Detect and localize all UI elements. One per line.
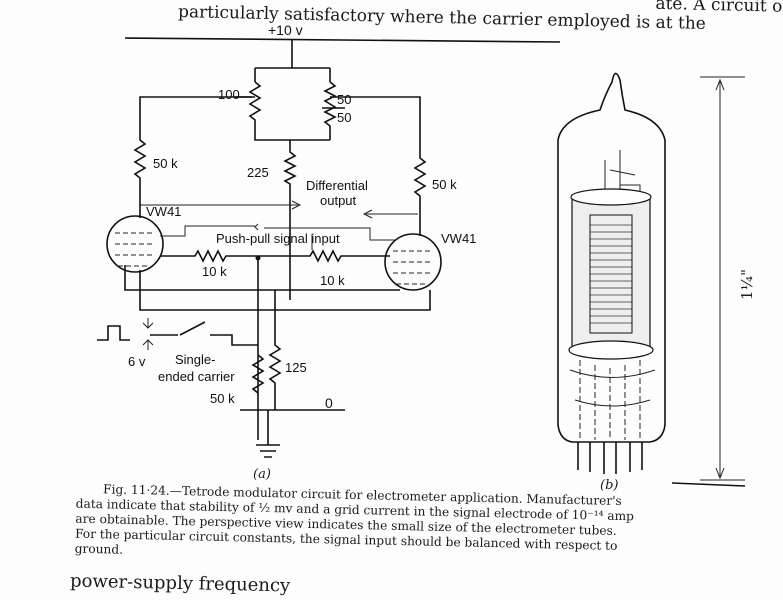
signal-input-marks (254, 223, 313, 250)
grid-resistors-10k (160, 249, 390, 263)
carrier-switch (150, 321, 258, 346)
circuit-diagram: +10 v 100 50 50 225 50 k 50 k VW41 VW41 … (97, 22, 561, 482)
panel-b-label: (b) (600, 478, 618, 493)
body-text-top: particularly satisfactory where the carr… (178, 2, 706, 34)
cathode-wires (124, 258, 431, 440)
panel-a-label: (a) (253, 467, 271, 482)
body-text-partial: ate. A circuit of (655, 0, 783, 17)
tube-left-label: VW41 (146, 204, 181, 219)
resistor-left-plate (133, 96, 255, 218)
grid-cage (589, 214, 633, 334)
supply-label: +10 v (268, 22, 303, 38)
carrier-voltage-label: 6 v (128, 354, 146, 369)
getter-support (604, 150, 641, 195)
resistor-225 (283, 140, 297, 300)
amplitude-arrows (142, 318, 154, 350)
dimension-label: 1¼" (738, 269, 756, 300)
r225-label: 225 (247, 165, 269, 180)
signal-input-wires (160, 225, 395, 241)
glass-envelope (557, 72, 666, 443)
dimension-line (700, 76, 745, 481)
tube-right (384, 233, 442, 291)
resistor-carrier-50k (251, 354, 265, 394)
electrode-assembly (571, 194, 651, 351)
signal-input-label: Push-pull signal input (216, 231, 340, 246)
internal-leads (579, 360, 641, 440)
pot-upper-label: 50 (337, 92, 351, 107)
carrier-label-1: Single- (175, 352, 215, 367)
supply-rail (124, 37, 561, 43)
tube-left (106, 215, 164, 273)
bottom-mica (568, 340, 654, 360)
pot-resistor-50-50 (323, 81, 337, 140)
top-mica (570, 188, 652, 206)
grid-wires (590, 224, 632, 324)
ground-label: 0 (325, 395, 333, 411)
resistor-right-plate (330, 96, 427, 236)
caption-line-5: ground. (75, 542, 124, 557)
ground-symbol-icon (256, 410, 280, 458)
electrometer-tube-drawing: 1¼" (b) (557, 72, 756, 493)
square-wave-icon (97, 325, 130, 341)
r-right-plate-label: 50 k (432, 177, 457, 192)
r125-label: 125 (285, 360, 307, 375)
supply-wire (254, 40, 331, 82)
figure-caption: Fig. 11·24.—Tetrode modulator circuit fo… (75, 482, 635, 557)
output-arrow-left (140, 200, 302, 210)
diff-output-label-2: output (320, 193, 357, 208)
press-seal (569, 369, 656, 407)
r-grid-left-label: 10 k (202, 264, 227, 279)
pot-label: 100 (218, 87, 240, 102)
carrier-label-2: ended carrier (158, 369, 235, 384)
pot-lower-label: 50 (337, 110, 351, 125)
diff-output-label-1: Differential (306, 178, 368, 193)
body-text-bottom: power-supply frequency (70, 571, 291, 597)
r-left-plate-label: 50 k (153, 156, 178, 171)
base-line (671, 482, 746, 487)
tube-right-label: VW41 (441, 231, 476, 246)
resistor-125 (268, 290, 282, 410)
r-grid-right-label: 10 k (320, 273, 345, 288)
r-carrier-label: 50 k (210, 391, 235, 406)
external-leads (577, 442, 643, 474)
pot-resistor-100 (248, 81, 330, 141)
output-arrow-right (362, 209, 418, 219)
